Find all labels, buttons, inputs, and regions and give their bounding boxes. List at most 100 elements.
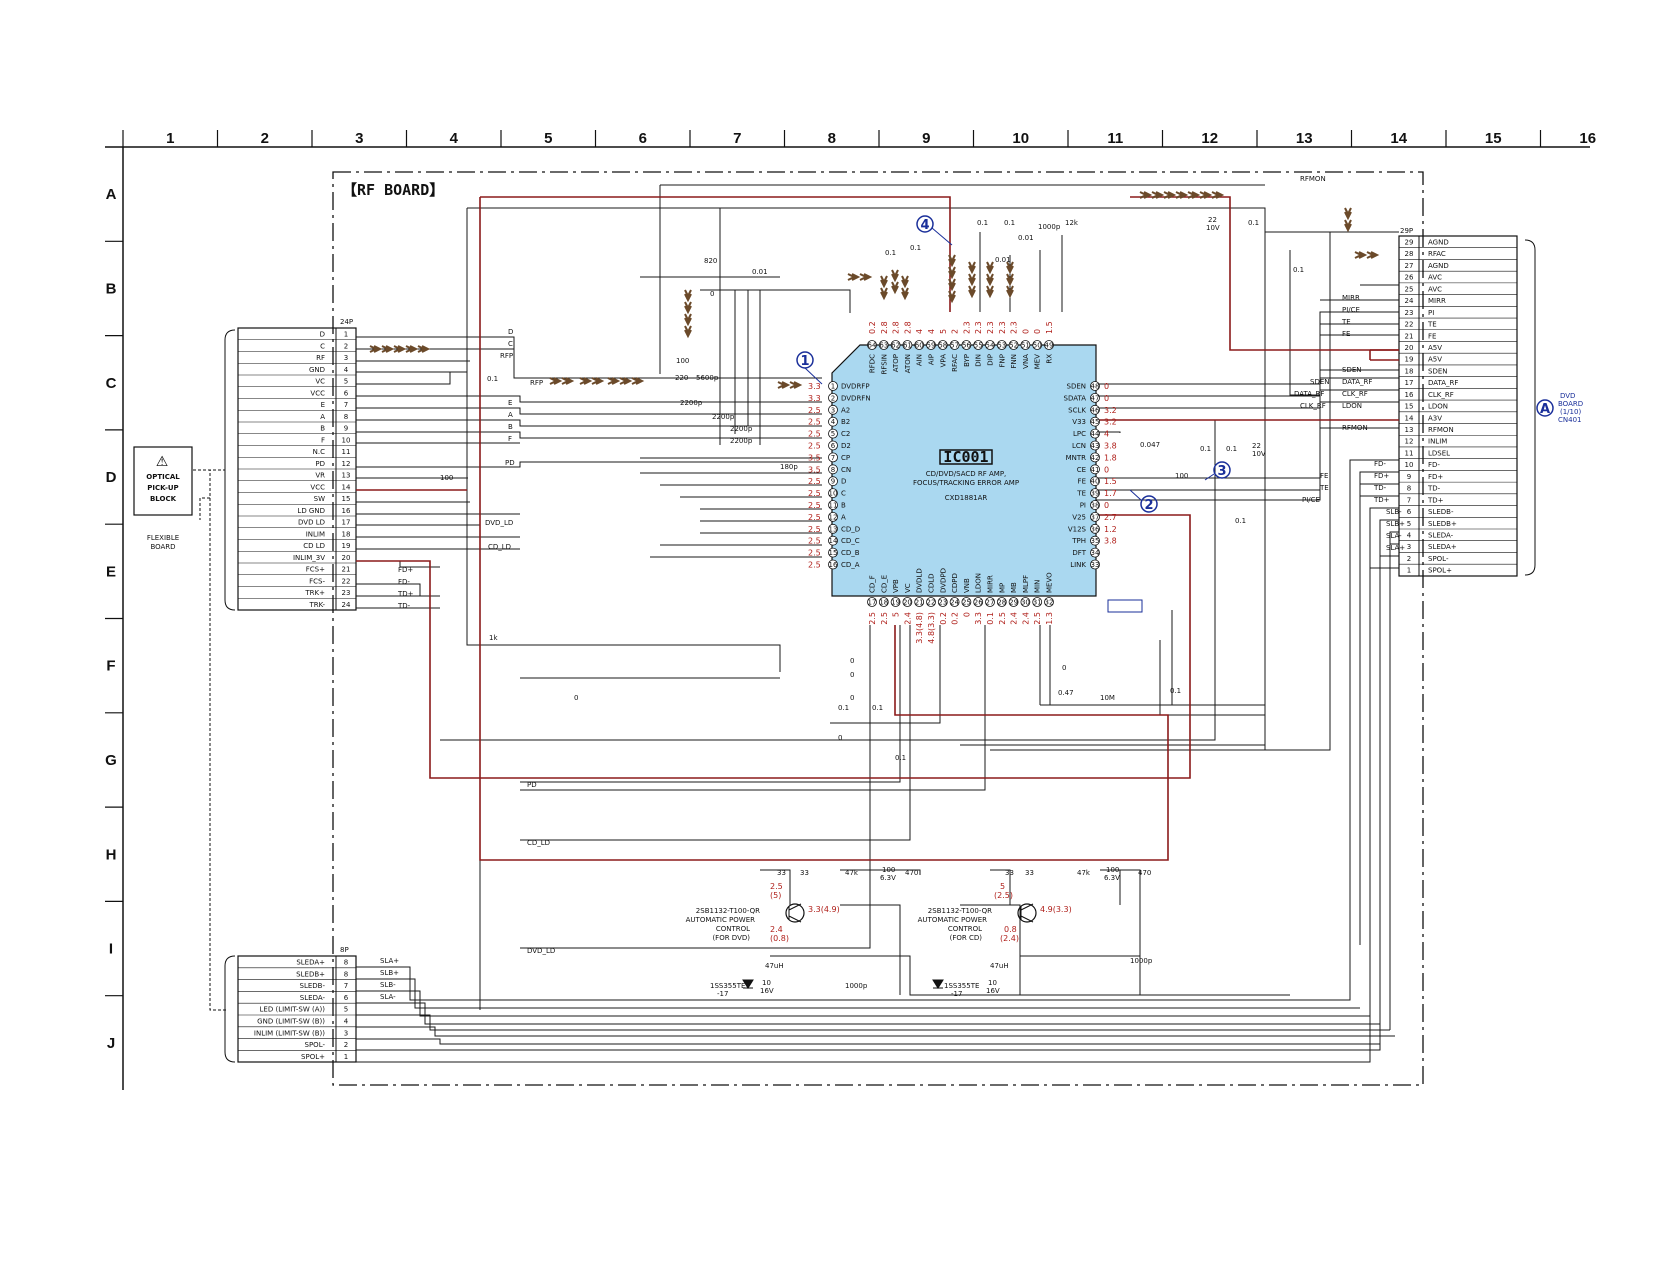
svg-text:16V: 16V [986, 987, 1000, 995]
voltage-label: 2.5 [868, 612, 877, 625]
ic-pin-name: B [841, 502, 846, 510]
connector-signal: MIRR [1428, 297, 1446, 305]
ic-pin [902, 597, 913, 607]
connector-signal: AVC [1428, 285, 1442, 293]
svg-text:DATA_RF: DATA_RF [1294, 390, 1324, 398]
ic-pin [828, 452, 838, 463]
svg-text:0.1: 0.1 [487, 375, 498, 383]
ic-pin-number: 1 [831, 383, 835, 391]
warning-icon: ⚠ [156, 454, 169, 470]
flow-arrow [968, 285, 976, 297]
svg-text:DATA_RF: DATA_RF [1342, 378, 1372, 386]
ic-pin-name: DIN [975, 354, 983, 367]
svg-text:BOARD: BOARD [1558, 400, 1583, 408]
ic-pin-name: CD_A [841, 561, 860, 569]
svg-text:22: 22 [1252, 442, 1261, 450]
row-label: B [106, 280, 117, 297]
connector-signal: A [320, 413, 325, 421]
ic-pin-number: 42 [1091, 454, 1100, 462]
connector-pin: 11 [1405, 449, 1414, 457]
voltage-label: 0 [1021, 329, 1030, 334]
voltage-label: 5 [892, 612, 901, 617]
ic-pin [949, 597, 960, 607]
svg-text:AUTOMATIC POWER: AUTOMATIC POWER [918, 916, 988, 924]
voltage-label: 3.8 [1104, 442, 1117, 451]
ic-pin [949, 340, 960, 350]
svg-text:PICK-UP: PICK-UP [147, 484, 178, 492]
connector-signal: SLEDA- [1428, 532, 1454, 540]
svg-text:10: 10 [988, 979, 997, 987]
connector-signal: SPOL+ [301, 1053, 325, 1061]
svg-text:MIRR: MIRR [1342, 294, 1360, 302]
connector-signal: B [320, 425, 325, 433]
connector-signal: VC [315, 378, 325, 386]
ic-pin-number: 3 [831, 406, 835, 414]
ic-pin [890, 597, 901, 607]
svg-text:22: 22 [1208, 216, 1217, 224]
ic-pin-number: 52 [1009, 342, 1018, 350]
voltage-label: 3.2 [1104, 418, 1117, 427]
svg-text:FLEXIBLE: FLEXIBLE [147, 534, 179, 542]
voltage-label: 3.5 [808, 465, 821, 474]
voltage-label: 1.2 [1104, 525, 1117, 534]
ic-pin-name: MB [1010, 582, 1018, 593]
component-values: 0.1 0.1 0.01 1000p 12k 22 10V 0.1 0.1 0.… [440, 216, 1304, 995]
ic-pin-number: 2 [831, 394, 835, 402]
ic-pin-name: C2 [841, 430, 850, 438]
ic-pin-number: 28 [997, 599, 1006, 607]
connector-signal: DVD LD [298, 519, 325, 527]
connector-signal: TD- [1427, 485, 1441, 493]
ic-pin-name: CN [841, 466, 851, 474]
ic-pin [996, 340, 1007, 350]
ic-pin-number: 16 [829, 561, 838, 569]
ic-pin-name: CE [1077, 466, 1086, 474]
ic-pin [926, 340, 936, 350]
connector-pin: 1 [1407, 567, 1411, 575]
connector-pin: 2 [344, 342, 348, 350]
svg-text:2200p: 2200p [680, 399, 703, 407]
connector-signal: CD LD [303, 542, 325, 550]
ic-pin-number: 44 [1091, 430, 1100, 438]
ic-desc-2: FOCUS/TRACKING ERROR AMP [913, 479, 1019, 487]
connector-pin: 24 [1405, 297, 1414, 305]
ic-pin-name: V33 [1072, 418, 1086, 426]
svg-text:TE: TE [1341, 318, 1351, 326]
flow-arrow [789, 381, 801, 389]
svg-text:220: 220 [675, 374, 688, 382]
ic-pin-name: MP [998, 583, 1006, 593]
svg-text:2SB1132-T100-QR: 2SB1132-T100-QR [928, 907, 992, 915]
ic-pin-number: 32 [1045, 599, 1054, 607]
svg-text:4: 4 [920, 218, 929, 233]
svg-text:47uH: 47uH [990, 962, 1009, 970]
voltage-label: 2.5 [808, 477, 821, 486]
ic-pin [1090, 523, 1100, 534]
flow-arrow [986, 261, 994, 273]
flow-arrow [591, 377, 603, 385]
col-label: 6 [639, 130, 647, 147]
col-label: 10 [1012, 130, 1029, 147]
flow-arrow [619, 377, 631, 385]
svg-text:(FOR DVD): (FOR DVD) [712, 934, 750, 942]
voltage-label: 0.1 [986, 612, 995, 625]
ic-pin [1090, 547, 1100, 558]
ic-pin [902, 340, 913, 350]
svg-text:6.3V: 6.3V [880, 874, 896, 882]
svg-text:SLB+: SLB+ [380, 969, 399, 977]
connector-pin: 22 [1405, 321, 1414, 329]
blank-label-box [1107, 599, 1143, 613]
svg-text:2.5: 2.5 [770, 882, 783, 891]
dvd-board-marker [1536, 399, 1554, 417]
ic-pin-name: CD_B [841, 549, 860, 557]
ic-pin-name: CD_F [869, 575, 877, 593]
ic-pin-number: 30 [1021, 599, 1030, 607]
ic-pin-number: 12 [829, 513, 838, 521]
connector-signal: A3V [1428, 414, 1442, 422]
svg-text:33: 33 [1005, 869, 1014, 877]
ic-pin-number: 6 [831, 442, 836, 450]
ic-pin [1090, 500, 1100, 510]
voltage-label: 0 [1104, 501, 1109, 510]
ic-pin-number: 64 [868, 342, 877, 350]
flow-arrow [1354, 251, 1366, 259]
ic-pin [1090, 535, 1100, 546]
